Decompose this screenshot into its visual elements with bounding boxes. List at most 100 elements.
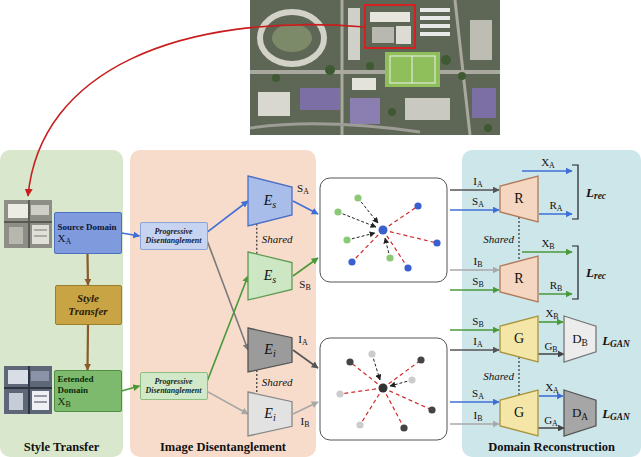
discriminator-block: DA <box>564 390 596 436</box>
aerial-image <box>441 55 451 65</box>
style-feature-space <box>354 194 361 201</box>
text-subscript: A <box>549 161 555 170</box>
text-subscript: i <box>273 348 276 359</box>
source-thumbnail <box>32 225 49 244</box>
feature-label: SB <box>472 276 483 287</box>
extended-thumbnail <box>34 396 47 402</box>
text-subscript: GAN <box>610 412 630 422</box>
feature-label: SA <box>297 183 309 194</box>
aerial-image <box>372 27 394 43</box>
source-thumbnail <box>4 200 52 248</box>
content-feature-space <box>320 338 447 440</box>
text-main: L <box>586 265 594 280</box>
text-main: X <box>541 237 549 249</box>
content-feature-space <box>356 421 363 428</box>
crop-arrow <box>28 25 365 196</box>
extended-thumbnail <box>9 393 23 410</box>
aerial-image <box>325 65 335 75</box>
shared-link <box>256 224 257 254</box>
text-main: D <box>572 331 581 346</box>
content-feature-space <box>320 338 447 440</box>
flow-arrow <box>208 201 249 232</box>
edge-label: GA <box>544 415 558 426</box>
style-feature-space <box>383 230 437 243</box>
flow-arrow <box>122 233 140 236</box>
node-text: G <box>514 405 524 421</box>
aerial-image <box>352 78 376 90</box>
extended-thumbnail <box>31 371 49 381</box>
extended-thumbnail <box>32 391 49 410</box>
encoder-block-outline <box>248 252 292 300</box>
style-feature-space <box>358 198 378 223</box>
text-subscript: B <box>552 345 557 354</box>
node-text: Es <box>264 268 277 284</box>
text-subscript: A <box>552 419 558 428</box>
flow-arrow <box>538 427 564 429</box>
text-subscript: B <box>549 242 554 251</box>
extended-thumbnail <box>4 366 52 414</box>
text-main: I <box>301 415 305 427</box>
text-main: I <box>473 175 477 187</box>
extended-thumbnail <box>4 366 52 414</box>
edge-label: Shared <box>262 377 293 388</box>
content-feature-space <box>360 388 383 425</box>
feature-label: RA <box>549 200 562 211</box>
text-main: X <box>58 232 66 244</box>
text-main: E <box>264 193 273 208</box>
text-main: I <box>298 333 302 345</box>
aerial-image <box>420 8 450 12</box>
decoder-block-outline <box>500 176 538 222</box>
text-subscript: A <box>478 392 484 401</box>
feature-arrow <box>293 171 572 424</box>
text-subscript: A <box>477 180 483 189</box>
text-main: S <box>299 278 305 290</box>
style-feature-space <box>414 202 421 209</box>
aerial-image <box>366 62 374 70</box>
flow-arrow <box>538 353 564 355</box>
content-feature-space <box>383 388 404 428</box>
discriminator-block-outline <box>564 316 596 362</box>
text-subscript: GAN <box>610 339 630 349</box>
loss-label: Lrec <box>586 186 606 199</box>
aerial-image <box>258 92 290 116</box>
aerial-image <box>472 88 496 118</box>
text-main: D <box>572 405 581 420</box>
content-feature-space <box>383 360 421 388</box>
encoder-block: Es <box>248 252 292 300</box>
content-feature-space <box>417 356 424 363</box>
style-feature-space <box>343 236 350 243</box>
content-feature-space <box>372 354 380 380</box>
stage-panel: Domain ReconstructionRRGGDBDA <box>462 150 641 457</box>
style-feature-space <box>433 239 440 246</box>
text-subscript: rec <box>594 191 606 201</box>
feature-arrow <box>539 321 563 323</box>
node-text: G <box>514 331 524 347</box>
text-subscript: B <box>582 337 588 347</box>
feature-arrow <box>450 423 499 425</box>
text-subscript: rec <box>594 271 606 281</box>
encoder-block: Ei <box>248 392 292 436</box>
node-text: Progressive Disentanglement <box>145 227 203 245</box>
source-thumbnail <box>34 230 47 236</box>
style-feature-space <box>383 206 418 230</box>
loss-label: LGAN <box>602 334 630 347</box>
feature-label: SA <box>472 388 484 399</box>
aerial-image <box>385 52 440 87</box>
text-main: E <box>264 406 273 421</box>
node-text: XB <box>58 395 71 408</box>
decoder-block-outline <box>500 256 538 302</box>
extended-thumbnail <box>8 370 28 384</box>
aerial-image <box>272 24 312 52</box>
generator-block-outline <box>500 390 538 436</box>
feature-arrow <box>450 269 499 271</box>
style-feature-space <box>334 208 341 215</box>
feature-label: SA <box>472 196 484 207</box>
text-main: G <box>544 414 552 426</box>
encoder-block: Es <box>248 176 292 226</box>
loss-bracket <box>572 246 578 299</box>
source-thumbnail <box>4 200 52 248</box>
style-feature-space <box>379 226 388 235</box>
stage-panel: Image DisentanglementProgressive Disenta… <box>130 150 316 457</box>
text-subscript: B <box>65 400 70 409</box>
content-feature-space <box>379 384 388 393</box>
